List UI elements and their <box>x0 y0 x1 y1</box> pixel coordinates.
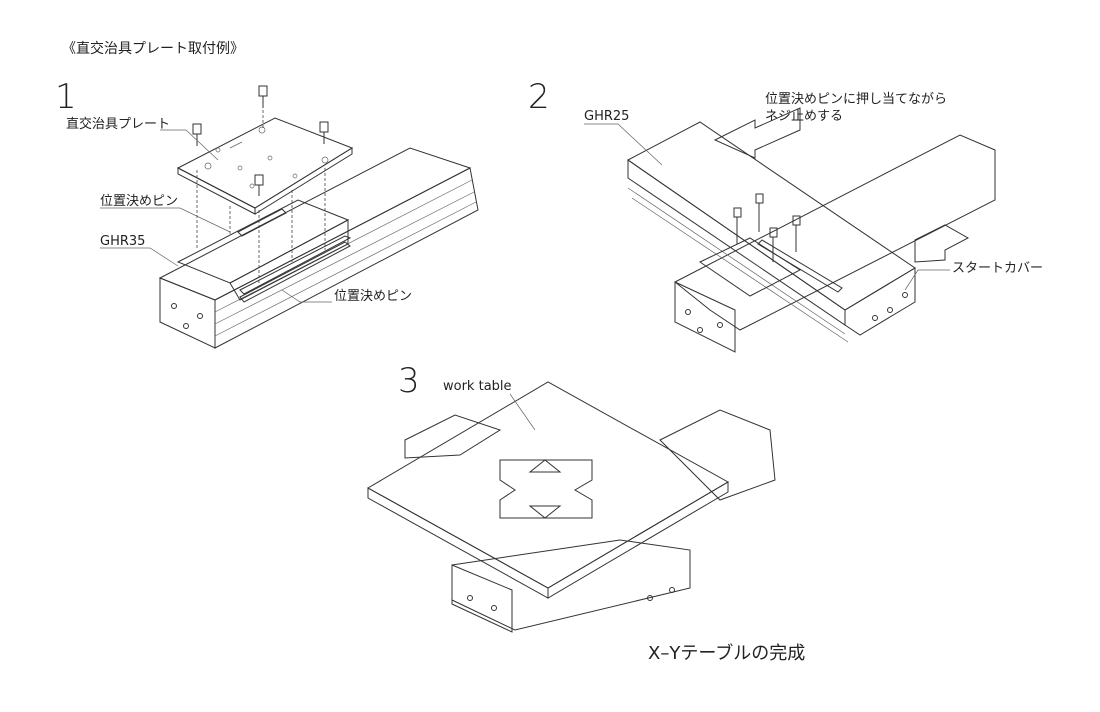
leader-pin-upper <box>100 207 231 233</box>
pin-bar-upper <box>237 208 287 237</box>
rear-rail-right <box>659 409 776 501</box>
leader-work-table <box>509 393 536 431</box>
leader-ghr25 <box>584 123 663 166</box>
label-push-note-line1: 位置決めピンに押し当てながら <box>765 92 948 107</box>
screws-step1 <box>192 85 329 196</box>
leader-start-cover <box>904 269 950 291</box>
ghr35-carriage <box>176 199 352 301</box>
label-start-cover: スタートカバー <box>952 261 1044 276</box>
label-work-table: work table <box>443 379 512 394</box>
start-cover-arrow-icon <box>914 224 970 263</box>
alignment-lines-step1 <box>196 110 326 284</box>
carriage-step2 <box>699 237 801 297</box>
step-number-1: 1 <box>55 77 77 117</box>
leader-pin-lower <box>281 289 332 303</box>
label-plate: 直交治具プレート <box>66 117 171 132</box>
label-ghr35: GHR35 <box>100 234 146 249</box>
label-pin-lower: 位置決めピン <box>334 289 413 304</box>
step1-drawing <box>100 85 479 349</box>
orthogonal-plate <box>176 117 354 215</box>
pin-bar-lower <box>239 241 351 303</box>
screws-step2 <box>733 193 801 262</box>
pin-bar-step2 <box>757 239 843 293</box>
step3-drawing <box>366 381 776 633</box>
front-rail-step3 <box>451 539 691 633</box>
label-ghr25: GHR25 <box>584 109 630 124</box>
completion-caption: X–Yテーブルの完成 <box>648 643 806 664</box>
step-number-2: 2 <box>528 77 550 117</box>
leader-plate <box>160 129 219 161</box>
label-pin-upper: 位置決めピン <box>100 194 179 209</box>
label-push-note-line2: ネジ止めする <box>765 109 844 124</box>
work-table <box>366 381 730 599</box>
xy-cross-arrow-icon <box>499 459 593 519</box>
lower-rail-step2 <box>674 134 996 353</box>
step2-drawing <box>584 107 996 353</box>
step-number-3: 3 <box>398 361 420 401</box>
push-arrow-icon <box>713 107 801 159</box>
page-title: 《直交治具プレート取付例》 <box>62 41 244 57</box>
leader-ghr35 <box>100 247 179 267</box>
rear-rail-left <box>404 414 502 459</box>
ghr35-rail <box>158 147 479 349</box>
